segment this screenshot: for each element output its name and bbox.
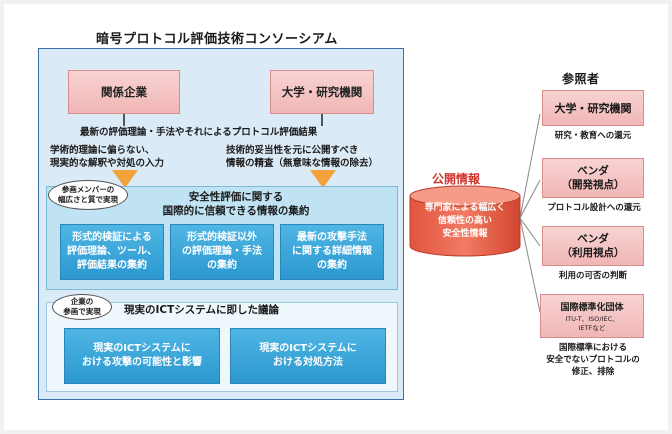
referrer-standards-label: 国際標準化団体 bbox=[560, 302, 624, 313]
section1-heading: 安全性評価に関する 国際的に信頼できる情報の集約 bbox=[162, 191, 310, 217]
public-info-label: 公開情報 bbox=[432, 172, 481, 186]
diagram-canvas: 暗号プロトコル評価技術コンソーシアム 関係企業 大学・研究機関 最新の評価理論・… bbox=[4, 4, 668, 430]
referrer-vendor-dev-box: ベンダ （開発視点） bbox=[542, 158, 644, 198]
academia-connector bbox=[321, 114, 323, 126]
aggregation-tile: 形式的検証以外 の評価理論・手法 の集約 bbox=[170, 224, 274, 280]
referrer-vendor-use-note: 利用の可否の判断 bbox=[558, 271, 627, 281]
industry-box: 関係企業 bbox=[68, 70, 180, 114]
down-arrow-icon bbox=[310, 170, 336, 188]
section1-bubble: 参画メンバーの 幅広さと質で実現 bbox=[48, 180, 128, 210]
referrer-academia-note: 研究・教育への還元 bbox=[554, 131, 632, 141]
industry-connector bbox=[123, 114, 125, 126]
left-note: 学術的理論に偏らない、 現実的な解釈や対処の入力 bbox=[50, 145, 165, 169]
section2-bubble: 企業の 参画で実現 bbox=[52, 294, 112, 320]
aggregation-tile: 最新の攻撃手法 に関する詳細情報 の集約 bbox=[280, 224, 384, 280]
ict-tile: 現実のICTシステムに おける攻撃の可能性と影響 bbox=[64, 328, 220, 384]
aggregation-tile: 形式的検証による 評価理論、ツール、 評価結果の集約 bbox=[60, 224, 164, 280]
database-cylinder-icon bbox=[409, 185, 521, 257]
referrer-standards-note: 国際標準における 安全でないプロトコルの 修正、排除 bbox=[546, 343, 640, 377]
connector-lines bbox=[520, 113, 541, 313]
referrer-vendor-dev-note: プロトコル設計への還元 bbox=[547, 203, 641, 213]
section2-heading: 現実のICTシステムに即した議論 bbox=[124, 304, 279, 316]
right-note: 技術的妥当性を元に公開すべき 情報の精査（無意味な情報の除去） bbox=[226, 145, 379, 169]
academia-box: 大学・研究機関 bbox=[270, 70, 374, 114]
results-text: 最新の評価理論・手法やそれによるプロトコル評価結果 bbox=[80, 127, 318, 138]
referrer-academia-box: 大学・研究機関 bbox=[542, 90, 644, 126]
referrer-vendor-use-box: ベンダ （利用視点） bbox=[542, 226, 644, 266]
public-info-body: 専門家による幅広く 信頼性の高い 安全性情報 bbox=[424, 203, 506, 239]
referrer-standards-sub: ITU-T、ISO/IEC、 IETFなど bbox=[565, 314, 619, 332]
referrer-standards-box: 国際標準化団体 ITU-T、ISO/IEC、 IETFなど bbox=[540, 294, 644, 338]
consortium-title: 暗号プロトコル評価技術コンソーシアム bbox=[96, 32, 338, 47]
referrers-title: 参照者 bbox=[562, 72, 600, 86]
down-arrow-icon bbox=[112, 170, 138, 188]
ict-tile: 現実のICTシステムに おける対処方法 bbox=[230, 328, 386, 384]
